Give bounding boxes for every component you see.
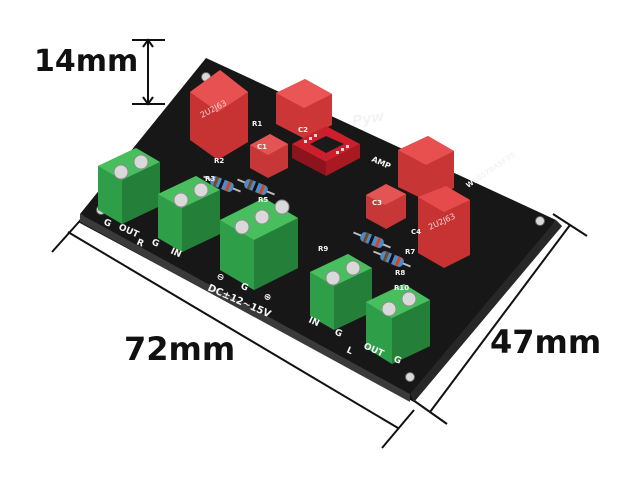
silk-ref-r5: R5 (258, 196, 268, 204)
film-capacitor-left: 2U2J63 (190, 70, 248, 160)
dimension-height-label: 14mm (34, 44, 139, 79)
small-capacitor-left (250, 134, 288, 178)
silk-ref-r8: R8 (395, 269, 405, 277)
silk-center-plus: ⊕ (262, 292, 273, 304)
silk-channel-l: L (345, 346, 355, 358)
small-capacitor-right (366, 184, 406, 229)
dimension-depth-lines (412, 213, 588, 425)
silk-right-in: IN (307, 316, 321, 330)
opamp-adapter-board (292, 126, 360, 176)
silk-channel-r: R (135, 238, 145, 250)
resistor-group (203, 175, 411, 268)
silk-ref-r10: R10 (394, 284, 409, 292)
silk-right-g1: G (333, 328, 344, 340)
film-capacitor-right-large: 2U2J63 (418, 186, 470, 268)
silk-ref-c4: C4 (411, 228, 421, 236)
silk-center-minus: ⊖ (215, 272, 226, 284)
silk-center-g: G (239, 282, 250, 294)
silk-ref-r9: R9 (318, 245, 328, 253)
silk-ref-r1: R1 (252, 120, 262, 128)
silk-part-code: W1657BASF85 (465, 151, 517, 190)
silk-left-g1: G (102, 218, 113, 230)
dimension-height-lines (132, 38, 165, 106)
terminal-block-center (220, 198, 298, 290)
silk-brand-mark: Pyw (351, 109, 386, 130)
terminal-block-right-1 (310, 254, 372, 330)
film-capacitor-right-top (398, 136, 454, 201)
silk-ref-c3: C3 (372, 199, 382, 207)
silk-ref-r7: R7 (405, 248, 415, 256)
dimension-depth-label: 47mm (490, 323, 602, 361)
silk-ref-r2: R2 (214, 157, 224, 165)
silk-ref-r3: R3 (205, 175, 215, 183)
silk-left-g2: G (150, 238, 161, 250)
silk-ref-c2: C2 (298, 126, 308, 134)
film-capacitor-top (276, 79, 332, 139)
silk-left-in: IN (169, 247, 183, 261)
terminal-block-right-2 (366, 284, 430, 364)
silk-right-g2: G (392, 355, 403, 367)
dimension-width-label: 72mm (124, 330, 236, 368)
terminal-block-left-2 (158, 176, 220, 252)
terminal-block-left-1 (98, 148, 160, 224)
silk-ref-c1: C1 (257, 143, 267, 151)
